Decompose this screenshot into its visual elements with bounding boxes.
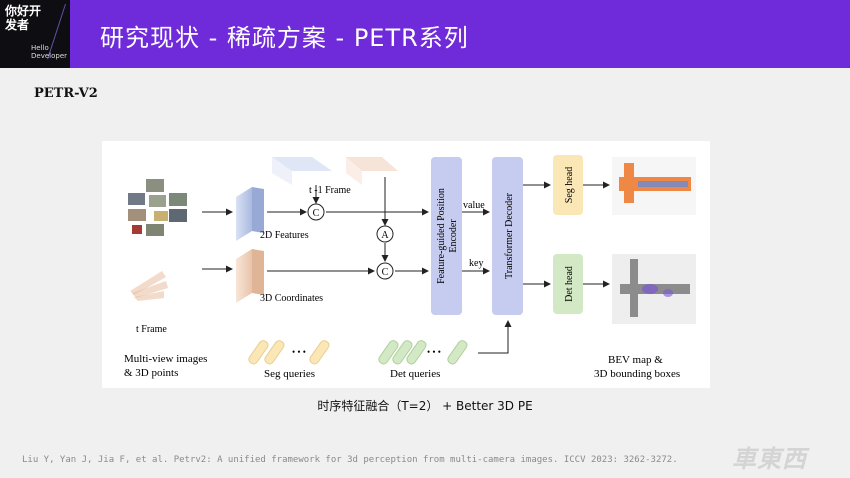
- 2d-features-block: [236, 187, 264, 241]
- bev-label-line1: BEV map &: [608, 354, 663, 366]
- encoder-label-line1: Feature-guided Position: [436, 188, 447, 284]
- 3d-coordinates-block: [236, 249, 264, 303]
- logo-en-text: Hello Developer: [31, 44, 68, 60]
- multi-view-images: [128, 179, 187, 236]
- key-label: key: [469, 258, 483, 269]
- det-head-label: Det head: [564, 266, 575, 302]
- reference-citation: Liu Y, Yan J, Jia F, et al. Petrv2: A un…: [22, 455, 678, 465]
- concat-circle-top: [307, 203, 325, 221]
- bev-seg-map: [612, 157, 696, 215]
- 3d-points-frustum: [130, 271, 168, 301]
- det-head: [553, 254, 583, 314]
- 3d-coordinates-label: 3D Coordinates: [260, 293, 323, 304]
- seg-head-label: Seg head: [564, 167, 575, 203]
- align-circle: [376, 225, 394, 243]
- watermark-logo: 車東西: [732, 445, 807, 473]
- multi-view-label-line1: Multi-view images: [124, 353, 207, 365]
- section-title: PETR-V2: [34, 86, 98, 101]
- det-queries-label: Det queries: [390, 368, 440, 380]
- seg-head: [553, 155, 583, 215]
- bev-label-line2: 3D bounding boxes: [594, 368, 680, 380]
- concat-symbol-top: C: [313, 208, 320, 219]
- bev-detection-map: [612, 254, 696, 324]
- feature-guided-position-encoder: [431, 157, 462, 315]
- petr-v2-architecture-figure: C A C Feature-guided Position Encoder va…: [102, 141, 710, 388]
- header-bar: 你好开发者 Hello Developer 研究现状 - 稀疏方案 - PETR…: [0, 0, 850, 68]
- t-minus-1-frame-blocks: [272, 157, 398, 185]
- architecture-diagram: C A C Feature-guided Position Encoder va…: [124, 155, 696, 380]
- page-title: 研究现状 - 稀疏方案 - PETR系列: [100, 24, 469, 52]
- transformer-decoder: [492, 157, 523, 315]
- det-query-tokens: [378, 340, 468, 365]
- encoder-label-line2: Encoder: [448, 219, 459, 253]
- logo: 你好开发者 Hello Developer: [0, 0, 70, 68]
- decoder-label: Transformer Decoder: [504, 192, 515, 279]
- value-label: value: [463, 200, 485, 211]
- multi-view-label-line2: & 3D points: [124, 367, 178, 379]
- det-queries-dots: • • •: [427, 347, 441, 357]
- align-symbol: A: [381, 230, 389, 241]
- 2d-features-label: 2D Features: [260, 230, 309, 241]
- seg-queries-dots: • • •: [292, 347, 306, 357]
- t-frame-label: t Frame: [136, 324, 167, 335]
- logo-cn-text: 你好开发者: [5, 4, 42, 32]
- concat-circle-bottom: [376, 262, 394, 280]
- seg-queries-label: Seg queries: [264, 368, 315, 380]
- t-minus-1-frame-label: t -1 Frame: [309, 185, 351, 196]
- figure-caption: 时序特征融合（T=2） + Better 3D PE: [317, 399, 533, 413]
- concat-symbol-bottom: C: [382, 267, 389, 278]
- seg-query-tokens: [248, 340, 330, 365]
